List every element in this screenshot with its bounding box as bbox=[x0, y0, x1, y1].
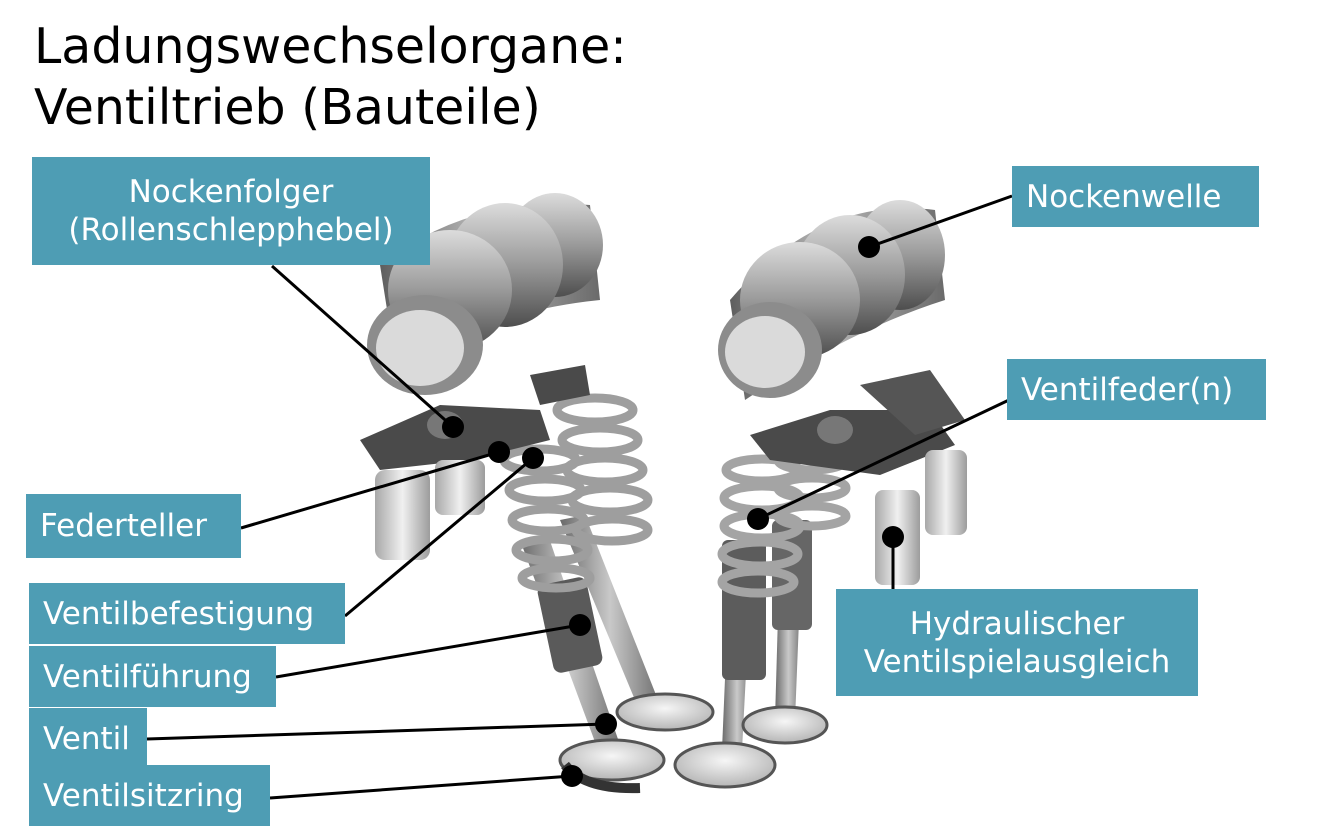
leader-dot-nockenwelle bbox=[858, 236, 880, 258]
label-ventil: Ventil bbox=[29, 708, 147, 769]
left-valves bbox=[520, 515, 715, 794]
label-ventilfuehrung: Ventilführung bbox=[29, 646, 276, 707]
label-federteller: Federteller bbox=[26, 494, 241, 558]
right-springs bbox=[717, 445, 851, 598]
leader-line-nockenwelle bbox=[868, 194, 1013, 249]
title-line-2: Ventiltrieb (Bauteile) bbox=[34, 79, 541, 136]
leader-dot-nockenfolger bbox=[442, 416, 464, 438]
right-rocker-arms bbox=[750, 370, 965, 475]
leader-line-ventilfuehrung bbox=[275, 623, 581, 679]
label-ventilfeder: Ventilfeder(n) bbox=[1007, 359, 1266, 420]
right-valves bbox=[673, 520, 829, 789]
leader-dot-hydraulisch bbox=[882, 526, 904, 548]
leader-dot-ventil bbox=[595, 713, 617, 735]
right-camshaft bbox=[718, 200, 945, 400]
leader-dots bbox=[442, 236, 904, 787]
label-ventilbefestigung-text: Ventilbefestigung bbox=[43, 595, 315, 632]
leader-dot-ventilsitzring bbox=[561, 765, 583, 787]
label-ventilsitzring-text: Ventilsitzring bbox=[43, 777, 244, 814]
title-line-1: Ladungswechselorgane: bbox=[34, 18, 627, 75]
leader-dot-federteller bbox=[488, 441, 510, 463]
label-hydraulischer-ventilspielausgleich: Hydraulischer Ventilspielausgleich bbox=[836, 589, 1198, 696]
leader-line-federteller bbox=[240, 450, 500, 530]
leader-lines bbox=[146, 194, 1031, 800]
label-hydraulisch-line-2: Ventilspielausgleich bbox=[863, 643, 1171, 680]
leader-dot-ventilfuehrung bbox=[569, 614, 591, 636]
label-nockenwelle: Nockenwelle bbox=[1012, 166, 1259, 227]
label-hydraulisch-line-1: Hydraulischer bbox=[909, 605, 1125, 642]
leader-line-ventilsitzring bbox=[269, 774, 573, 800]
label-ventilbefestigung: Ventilbefestigung bbox=[29, 583, 345, 644]
label-ventilfuehrung-text: Ventilführung bbox=[43, 658, 252, 695]
page-title: Ladungswechselorgane: Ventiltrieb (Baute… bbox=[34, 16, 627, 138]
label-ventil-text: Ventil bbox=[43, 720, 130, 757]
leader-line-nockenfolger bbox=[271, 264, 454, 429]
leader-line-ventilfeder bbox=[757, 388, 1031, 521]
left-tappets bbox=[375, 460, 485, 560]
leader-line-ventilbefestigung bbox=[344, 456, 534, 618]
label-nockenfolger-line-1: Nockenfolger bbox=[128, 174, 334, 210]
label-nockenwelle-text: Nockenwelle bbox=[1026, 178, 1222, 215]
label-ventilfeder-text: Ventilfeder(n) bbox=[1021, 371, 1234, 408]
leader-dot-ventilfeder bbox=[747, 508, 769, 530]
label-ventilsitzring: Ventilsitzring bbox=[29, 765, 270, 826]
label-federteller-text: Federteller bbox=[40, 508, 207, 544]
leader-dot-ventilbefestigung bbox=[522, 447, 544, 469]
label-nockenfolger: Nockenfolger (Rollenschlepphebel) bbox=[32, 157, 430, 265]
label-nockenfolger-line-2: (Rollenschlepphebel) bbox=[68, 212, 394, 248]
leader-line-ventil bbox=[146, 722, 607, 741]
left-springs bbox=[499, 393, 653, 593]
